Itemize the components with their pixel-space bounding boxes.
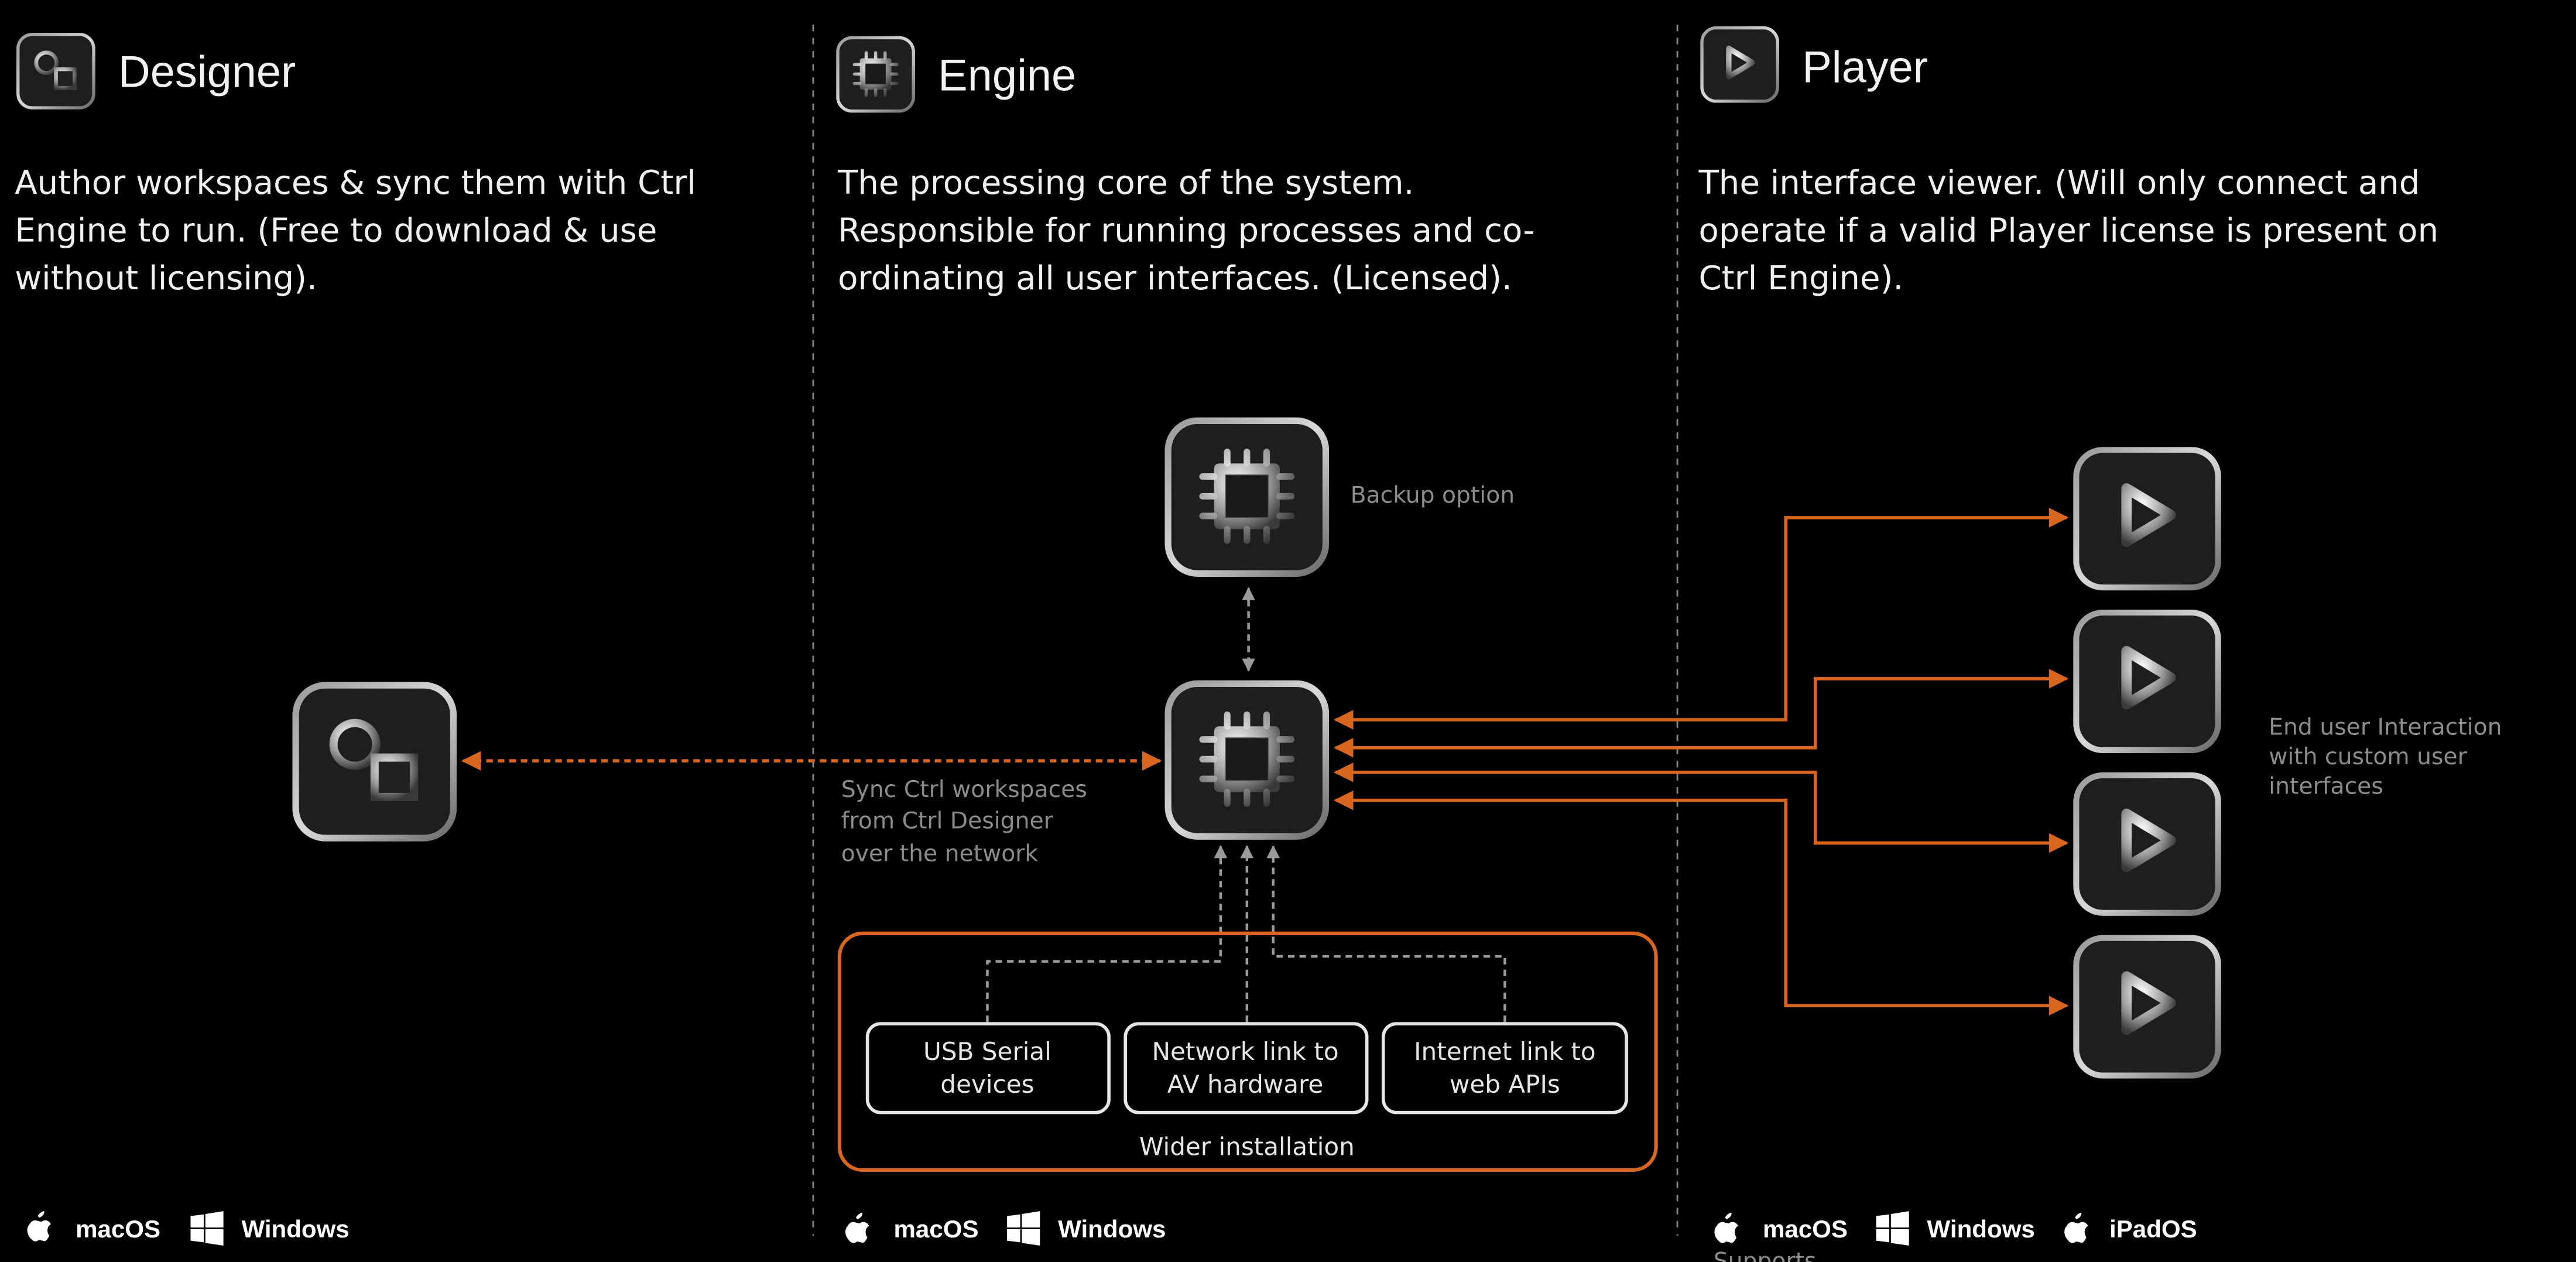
svg-text:without licensing).: without licensing). [15,259,317,297]
windows-icon [1876,1211,1909,1246]
svg-text:macOS: macOS [1763,1215,1848,1243]
network-link-box: Network link to AV hardware [1123,1022,1369,1114]
svg-text:The processing core of the sys: The processing core of the system. [837,164,1414,202]
svg-text:AV hardware: AV hardware [1167,1070,1323,1099]
apple-icon [845,1212,869,1243]
engine-description: The processing core of the system. Respo… [837,164,1535,297]
svg-text:interfaces: interfaces [2269,773,2383,799]
svg-text:macOS: macOS [894,1215,979,1243]
windows-icon [190,1211,224,1246]
apple-icon [2064,1212,2088,1243]
supports-footnote: Supports [1714,1248,1817,1262]
player-header: Player [1702,28,1928,101]
sync-label: Sync Ctrl workspaces from Ctrl Designer … [841,777,1087,867]
svg-text:web APIs: web APIs [1450,1070,1560,1099]
designer-shapes-icon [18,35,94,108]
player-node [2076,775,2218,913]
backup-label: Backup option [1351,483,1515,509]
chip-icon [838,37,913,111]
svg-text:End user Interaction: End user Interaction [2269,714,2502,740]
apple-icon [27,1211,51,1242]
svg-text:The interface viewer. (Will on: The interface viewer. (Will only connect… [1698,164,2420,202]
svg-text:USB Serial: USB Serial [923,1037,1051,1066]
svg-text:Network link to: Network link to [1152,1037,1338,1066]
engine-platforms: macOS Windows [845,1211,1166,1246]
svg-text:Sync Ctrl workspaces: Sync Ctrl workspaces [841,777,1087,803]
play-icon [1702,28,1777,101]
svg-text:over the network: over the network [841,840,1039,867]
usb-serial-box: USB Serial devices [865,1022,1111,1114]
svg-text:Ctrl Engine).: Ctrl Engine). [1699,259,1904,297]
usb-connector [986,844,1228,1022]
player-connector [1333,762,2069,853]
designer-description: Author workspaces & sync them with Ctrl … [15,164,696,297]
player-node [2076,450,2218,587]
engine-header: Engine [838,37,1076,111]
svg-text:Windows: Windows [241,1215,349,1243]
wider-installation-label: Wider installation [1139,1133,1355,1161]
svg-text:iPadOS: iPadOS [2109,1215,2197,1243]
player-platforms: macOS Windows iPadOS Supports [1714,1211,2197,1262]
svg-text:devices: devices [940,1070,1034,1099]
svg-text:Windows: Windows [1927,1215,2035,1243]
player-connector [1333,669,2069,758]
svg-text:from Ctrl Designer: from Ctrl Designer [841,808,1054,834]
svg-text:Author workspaces & sync them: Author workspaces & sync them with Ctrl [15,164,696,202]
designer-title: Designer [118,47,296,97]
orange-connectors [461,508,2069,1016]
designer-header: Designer [18,35,296,108]
player-node [2076,613,2218,750]
wider-installation-group: USB Serial devices Network link to AV ha… [837,931,1658,1172]
backup-engine-node [1168,420,1325,573]
svg-text:ordinating all user interfaces: ordinating all user interfaces. (License… [838,259,1512,297]
svg-text:Internet link to: Internet link to [1414,1037,1596,1066]
engine-node [1168,683,1325,836]
internet-link-box: Internet link to web APIs [1381,1022,1628,1114]
svg-text:macOS: macOS [76,1215,160,1243]
svg-text:with custom user: with custom user [2269,744,2467,770]
player-connector [1333,790,2069,1016]
engine-title: Engine [938,50,1076,100]
player-connector [1333,508,2069,730]
svg-text:Responsible for running proces: Responsible for running processes and co… [838,211,1535,249]
windows-icon [1007,1211,1040,1246]
svg-text:Windows: Windows [1058,1215,1166,1243]
player-node [2076,938,2218,1076]
designer-node [296,685,453,838]
player-description: The interface viewer. (Will only connect… [1698,164,2439,297]
designer-platforms: macOS Windows [27,1211,350,1246]
player-title: Player [1802,42,1928,92]
apple-icon [1714,1212,1738,1243]
end-user-label: End user Interaction with custom user in… [2269,714,2502,799]
svg-text:Engine to run. (Free to downlo: Engine to run. (Free to download & use [15,211,657,249]
svg-text:operate if a valid Player lice: operate if a valid Player license is pre… [1699,211,2439,249]
gray-connectors [986,587,1506,1022]
